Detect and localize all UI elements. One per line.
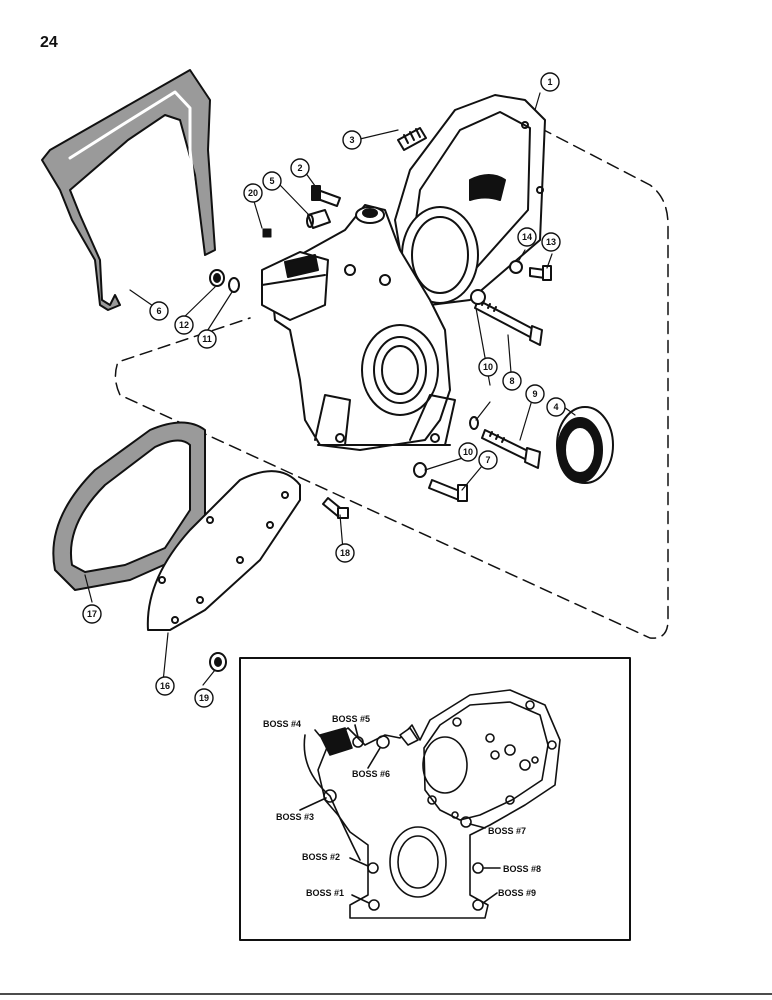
boss-label: BOSS #7 xyxy=(488,826,526,836)
boss-label: BOSS #5 xyxy=(332,714,370,724)
callout-7: 7 xyxy=(478,450,498,470)
callout-circle xyxy=(197,329,217,349)
callout-circle xyxy=(502,371,522,391)
callout-circle xyxy=(290,158,310,178)
callout-number: 14 xyxy=(522,232,532,242)
boss-label: BOSS #4 xyxy=(263,719,301,729)
callout-number: 4 xyxy=(553,402,558,412)
plug xyxy=(262,228,272,238)
callout-19: 19 xyxy=(194,688,214,708)
callout-number: 5 xyxy=(269,176,274,186)
callout-number: 10 xyxy=(483,362,493,372)
boss-label: BOSS #2 xyxy=(302,852,340,862)
callout-number: 19 xyxy=(199,693,209,703)
callout-number: 6 xyxy=(156,306,161,316)
callout-number: 2 xyxy=(297,163,302,173)
callout-number: 18 xyxy=(340,548,350,558)
long-bolt-upper xyxy=(470,289,543,346)
callout-number: 7 xyxy=(485,455,490,465)
callout-number: 11 xyxy=(202,334,212,344)
callout-circle xyxy=(194,688,214,708)
callout-circle xyxy=(541,232,561,252)
boss-label: BOSS #6 xyxy=(352,769,390,779)
callout-18: 18 xyxy=(335,543,355,563)
callout-circle xyxy=(174,315,194,335)
callout-12: 12 xyxy=(174,315,194,335)
callout-2: 2 xyxy=(290,158,310,178)
callout-10: 10 xyxy=(458,442,478,462)
callout-number: 3 xyxy=(349,135,354,145)
bolt-and-lockwasher-right xyxy=(509,260,552,281)
stud xyxy=(397,127,427,151)
long-bolt-lower xyxy=(481,429,541,469)
callout-number: 16 xyxy=(160,681,170,691)
boss-label: BOSS #3 xyxy=(276,812,314,822)
callout-circle xyxy=(525,384,545,404)
callout-circle xyxy=(243,183,263,203)
nut xyxy=(209,652,227,672)
callout-17: 17 xyxy=(82,604,102,624)
callout-number: 1 xyxy=(547,77,552,87)
callout-circle xyxy=(478,450,498,470)
timing-cover-housing xyxy=(261,94,546,451)
dowel xyxy=(306,209,331,229)
callout-14: 14 xyxy=(517,227,537,247)
callout-10: 10 xyxy=(478,357,498,377)
boss-label: BOSS #9 xyxy=(498,888,536,898)
crankshaft-seal xyxy=(556,406,614,484)
callout-number: 8 xyxy=(509,376,514,386)
callout-number: 17 xyxy=(87,609,97,619)
callout-circle xyxy=(262,171,282,191)
callout-circle xyxy=(335,543,355,563)
callout-circle xyxy=(155,676,175,696)
washer-lower xyxy=(413,462,427,478)
cover-bolt xyxy=(322,497,349,519)
callout-5: 5 xyxy=(262,171,282,191)
callout-circle xyxy=(478,357,498,377)
callout-20: 20 xyxy=(243,183,263,203)
cover-plate xyxy=(146,470,301,631)
callout-circle xyxy=(546,397,566,417)
callout-number: 9 xyxy=(532,389,537,399)
callout-8: 8 xyxy=(502,371,522,391)
plug-and-washer xyxy=(209,269,240,293)
callout-13: 13 xyxy=(541,232,561,252)
callout-circle xyxy=(458,442,478,462)
callout-number: 13 xyxy=(546,237,556,247)
page-number: 24 xyxy=(40,34,58,51)
assembly-dashed-lines xyxy=(114,127,669,639)
upper-gasket xyxy=(41,69,216,311)
callout-number: 20 xyxy=(248,188,258,198)
callout-circle xyxy=(82,604,102,624)
callout-circle xyxy=(517,227,537,247)
boss-label: BOSS #8 xyxy=(503,864,541,874)
callout-11: 11 xyxy=(197,329,217,349)
lower-gasket xyxy=(52,421,206,591)
callout-number: 12 xyxy=(179,320,189,330)
callout-4: 4 xyxy=(546,397,566,417)
callout-6: 6 xyxy=(149,301,169,321)
leader-lines xyxy=(84,92,576,686)
boss-location-inset: BOSS #4 BOSS #5 BOSS #6 BOSS #3 BOSS #7 … xyxy=(239,657,631,941)
callout-number: 10 xyxy=(463,447,473,457)
callout-circle xyxy=(342,130,362,150)
callout-circle xyxy=(149,301,169,321)
callout-9: 9 xyxy=(525,384,545,404)
short-bolt xyxy=(428,479,468,502)
boss-label: BOSS #1 xyxy=(306,888,344,898)
callout-16: 16 xyxy=(155,676,175,696)
cap-screw-upper xyxy=(311,185,341,207)
callout-1: 1 xyxy=(540,72,560,92)
callout-3: 3 xyxy=(342,130,362,150)
callout-circle xyxy=(540,72,560,92)
